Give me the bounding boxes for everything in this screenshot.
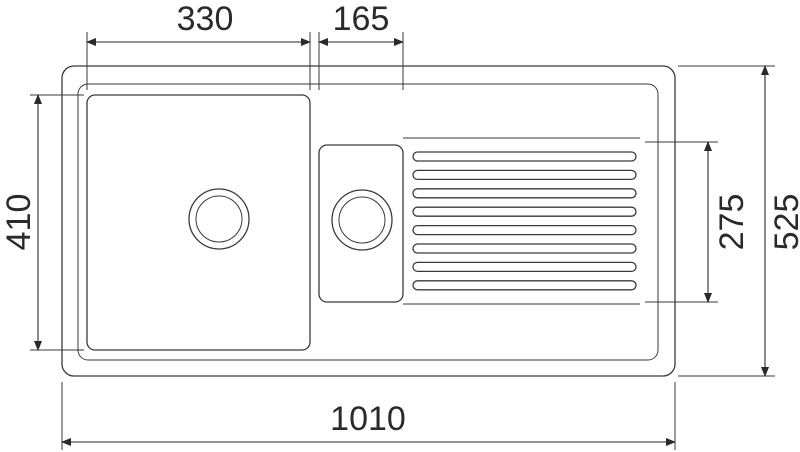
drainer-groove — [412, 261, 637, 273]
small-bowl-drain-outer — [331, 189, 393, 251]
dim-label-1010: 1010 — [330, 400, 406, 438]
sink-outer-frame — [61, 65, 676, 377]
dim-label-525: 525 — [768, 194, 800, 251]
dim-label-410: 410 — [0, 194, 38, 251]
dim-label-275: 275 — [713, 194, 751, 251]
small-bowl — [318, 144, 404, 303]
drainer-groove — [412, 243, 637, 254]
drainer-groove — [412, 206, 637, 217]
small-bowl-drain-inner — [338, 196, 386, 244]
drainer-groove — [412, 224, 637, 236]
drainer-groove — [412, 280, 637, 291]
dim-label-330: 330 — [177, 0, 234, 38]
drainer-groove — [412, 169, 637, 181]
large-bowl-drain-inner — [195, 195, 243, 243]
dim-label-165: 165 — [333, 0, 390, 38]
drainer-groove — [412, 188, 637, 199]
sink-inner-rim — [77, 83, 659, 361]
drainer-grooves — [412, 151, 637, 291]
large-bowl — [86, 94, 311, 351]
drainer-groove — [412, 151, 637, 162]
large-bowl-drain-outer — [188, 188, 250, 250]
